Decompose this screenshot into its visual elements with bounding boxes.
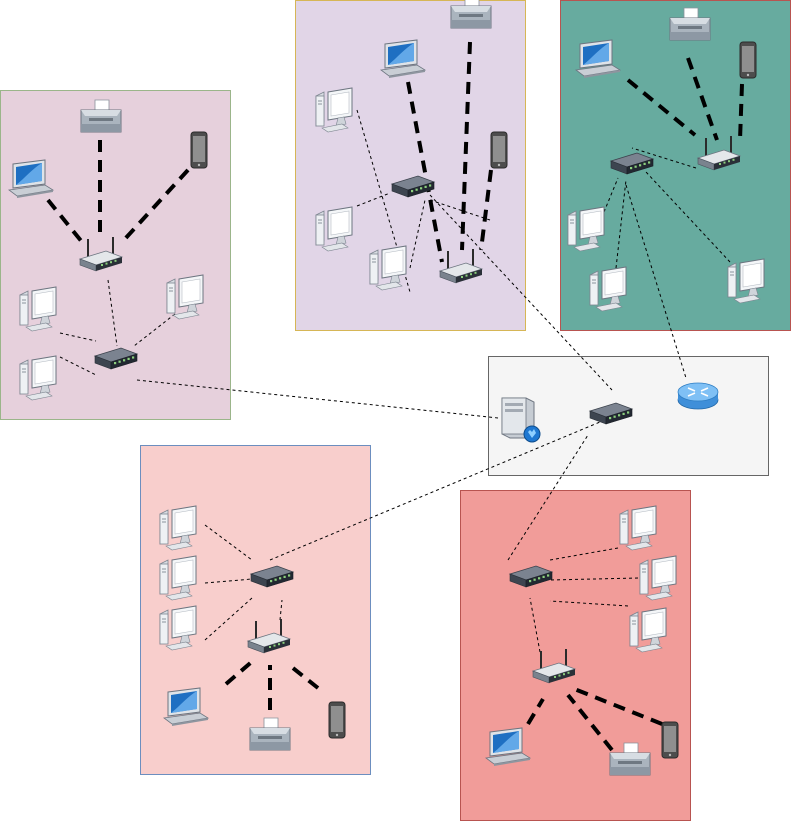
router-icon	[677, 382, 719, 410]
link-zone3-laptop-to-zone3-ap	[626, 78, 697, 137]
tablet-icon	[739, 41, 757, 79]
desktop-pc-icon	[727, 258, 765, 304]
server-icon	[501, 397, 541, 443]
link-zone1-pc-c-to-zone1-switch	[133, 313, 176, 347]
laptop-icon	[7, 159, 55, 198]
wireless-ap-icon	[531, 649, 577, 684]
desktop-pc-icon	[567, 206, 605, 252]
link-zone1-laptop-to-zone1-ap	[46, 198, 84, 244]
switch-icon	[588, 402, 634, 425]
desktop-pc-icon	[639, 555, 677, 601]
link-zone1-pc-a-to-zone1-switch	[59, 332, 97, 342]
link-zone5-laptop-to-zone5-ap	[526, 697, 545, 726]
link-zone1-ap-to-zone1-switch	[107, 279, 118, 347]
link-zone4-laptop-to-zone4-ap	[224, 657, 257, 686]
desktop-pc-icon	[619, 505, 657, 551]
laptop-icon	[379, 39, 427, 78]
desktop-pc-icon	[315, 206, 353, 252]
wireless-ap-icon	[438, 249, 484, 284]
switch-icon	[609, 152, 655, 175]
link-zone2-laptop-to-zone2-ap	[406, 81, 444, 263]
desktop-pc-icon	[159, 555, 197, 601]
link-zone3-switch-to-core-router	[625, 184, 687, 379]
laptop-icon	[484, 727, 532, 766]
desktop-pc-icon	[159, 605, 197, 651]
printer-icon	[669, 7, 711, 41]
desktop-pc-icon	[159, 505, 197, 551]
link-zone3-pc-a-to-zone3-switch	[603, 177, 619, 213]
wireless-ap-icon	[246, 619, 292, 654]
link-zone5-printer-to-zone5-ap	[566, 693, 614, 752]
link-zone1-pc-b-to-zone1-switch	[59, 356, 97, 376]
desktop-pc-icon	[166, 274, 204, 320]
printer-icon	[609, 742, 651, 776]
link-zone4-pc-a-to-zone4-switch	[204, 524, 253, 561]
laptop-icon	[162, 687, 210, 726]
tablet-icon	[490, 131, 508, 169]
link-zone5-pc-c-to-zone5-switch	[549, 600, 629, 607]
links-layer	[46, 41, 744, 752]
desktop-pc-icon	[589, 266, 627, 312]
link-zone4-pc-b-to-zone4-switch	[204, 578, 253, 584]
switch-icon	[93, 347, 139, 370]
laptop-icon	[574, 39, 622, 78]
switch-icon	[390, 175, 436, 198]
tablet-icon	[661, 721, 679, 759]
link-zone4-tablet-to-zone4-ap	[286, 662, 320, 690]
printer-icon	[249, 717, 291, 751]
wireless-ap-icon	[696, 136, 742, 171]
link-zone4-pc-c-to-zone4-switch	[204, 597, 253, 641]
printer-icon	[80, 99, 122, 133]
link-zone3-tablet-to-zone3-ap	[738, 83, 744, 141]
link-zone2-ap-to-zone2-switch	[429, 199, 491, 221]
link-zone5-tablet-to-zone5-ap	[571, 686, 663, 726]
wireless-ap-icon	[78, 237, 124, 272]
printer-icon	[450, 0, 492, 29]
link-zone1-tablet-to-zone1-ap	[122, 168, 190, 242]
devices-layer	[7, 0, 765, 776]
desktop-pc-icon	[19, 355, 57, 401]
desktop-pc-icon	[369, 245, 407, 291]
link-zone5-pc-b-to-zone5-switch	[549, 577, 639, 581]
link-zone2-printer-to-zone2-ap	[460, 41, 472, 251]
link-zone2-tablet-to-zone2-ap	[479, 169, 493, 251]
desktop-pc-icon	[629, 607, 667, 653]
desktop-pc-icon	[19, 286, 57, 332]
link-zone3-ap-to-zone3-switch	[631, 147, 697, 169]
switch-icon	[249, 565, 295, 588]
link-zone3-pc-b-to-zone3-switch	[615, 179, 627, 269]
tablet-icon	[328, 701, 346, 739]
tablet-icon	[190, 131, 208, 169]
link-zone3-pc-c-to-zone3-switch	[645, 171, 731, 263]
link-zone2-switch-to-core-switch	[429, 194, 613, 391]
desktop-pc-icon	[315, 87, 353, 133]
zone-bottom-right-red	[460, 490, 691, 821]
link-zone5-switch-to-core-switch	[507, 434, 589, 561]
switch-icon	[508, 565, 554, 588]
link-zone3-printer-to-zone3-ap	[686, 57, 719, 141]
link-zone1-switch-to-core-server	[136, 379, 499, 419]
